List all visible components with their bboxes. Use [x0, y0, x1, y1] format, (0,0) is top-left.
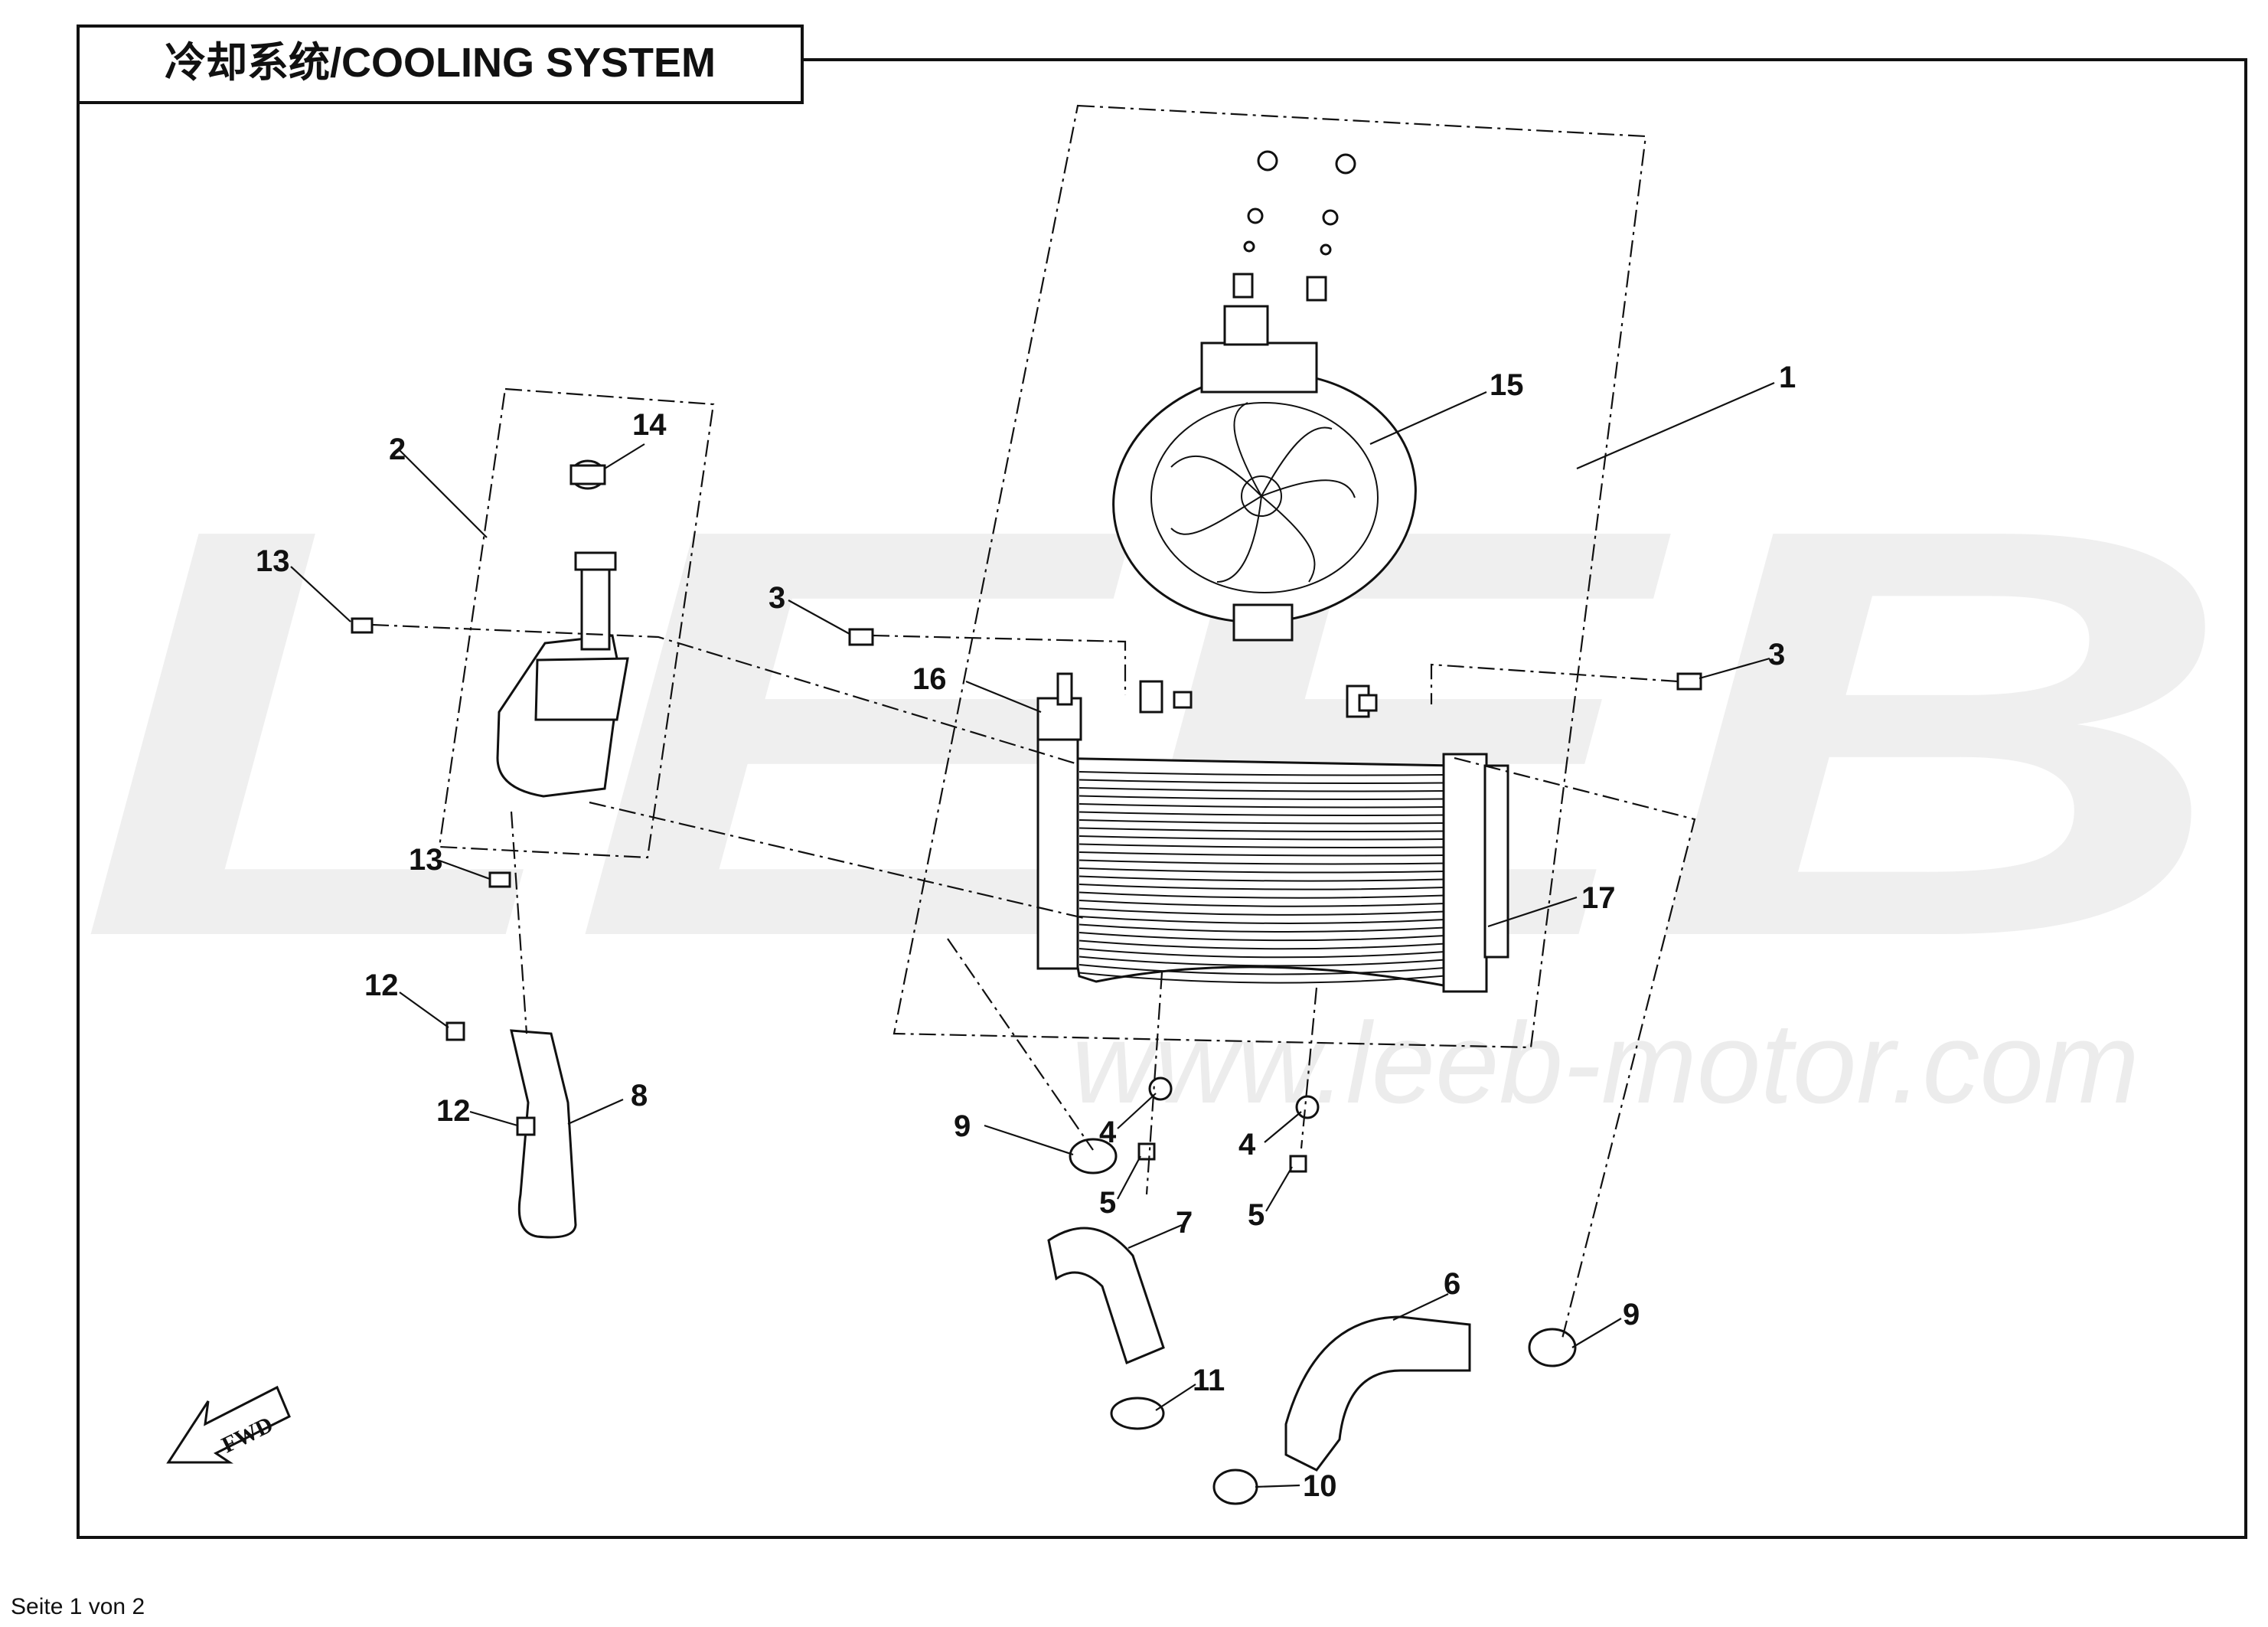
lower-hose-7	[1047, 1227, 1165, 1365]
radiator-fin	[1079, 884, 1446, 890]
callout-labels: 1 2 3 3 4 4 5 5 6 7 8 9 9 10 11 12 12 13…	[256, 361, 1796, 1503]
reservoir-assembly-boundary	[438, 387, 715, 859]
callout-5a: 5	[1099, 1186, 1116, 1220]
callout-10: 10	[1303, 1469, 1337, 1503]
callout-12b: 12	[436, 1094, 471, 1128]
callout-9b: 9	[1623, 1298, 1640, 1331]
watermark-url-text: www.leeb-motor.com	[1072, 998, 2139, 1127]
radiator-cap	[1036, 672, 1082, 741]
radiator-fin	[1079, 803, 1446, 809]
drawing-frame	[77, 58, 2247, 1539]
radiator-fin	[1079, 891, 1446, 899]
radiator-fin	[1079, 923, 1446, 933]
radiator-fin	[1079, 851, 1446, 857]
fwd-arrow: FWD	[166, 1385, 291, 1464]
callout-4a: 4	[1099, 1116, 1117, 1149]
radiator-fin	[1079, 795, 1446, 800]
small-hose-clamps	[445, 1021, 536, 1136]
callout-3b: 3	[1768, 638, 1785, 671]
callout-15: 15	[1490, 368, 1524, 402]
callout-16: 16	[912, 662, 947, 696]
reservoir-hose	[510, 1029, 577, 1239]
lower-hose-6	[1284, 1315, 1471, 1472]
radiator-fin	[1079, 835, 1446, 841]
callout-8: 8	[631, 1079, 648, 1112]
coolant-reservoir	[496, 551, 629, 798]
callout-9a: 9	[954, 1109, 971, 1143]
radiator-fin	[1079, 771, 1446, 776]
radiator-fin	[1079, 875, 1446, 882]
bolts	[351, 617, 1702, 888]
reservoir-cap	[569, 459, 606, 490]
callout-12a: 12	[364, 969, 399, 1002]
radiator-assembly-boundary	[893, 104, 1647, 1049]
callout-11: 11	[1193, 1364, 1225, 1397]
callout-13a: 13	[256, 544, 290, 578]
radiator-fin	[1079, 779, 1446, 784]
callout-3a: 3	[769, 581, 785, 615]
callout-13b: 13	[409, 843, 443, 877]
page-title: 冷却系统/COOLING SYSTEM	[165, 40, 716, 86]
cooling-fan	[1112, 305, 1417, 642]
radiator-fin	[1079, 956, 1446, 967]
callout-6: 6	[1444, 1267, 1460, 1301]
callout-4b: 4	[1238, 1128, 1256, 1161]
callout-2: 2	[389, 433, 406, 466]
radiator-fin	[1079, 907, 1446, 916]
callout-5b: 5	[1248, 1198, 1265, 1232]
radiator-fin	[1079, 972, 1446, 984]
radiator-fin	[1079, 916, 1446, 924]
radiator-fin	[1079, 843, 1446, 848]
hose-clamps	[1069, 1138, 1577, 1505]
assembly-relation-lines	[371, 623, 1696, 1342]
radiator-fin	[1079, 787, 1446, 792]
radiator-fin	[1079, 932, 1446, 942]
leader-lines	[290, 381, 1775, 1488]
radiator	[1036, 737, 1509, 993]
radiator-fin	[1079, 900, 1446, 907]
radiator-fin	[1079, 819, 1446, 825]
radiator-fin	[1079, 939, 1446, 950]
callout-7: 7	[1176, 1206, 1193, 1240]
callout-1: 1	[1779, 361, 1796, 394]
radiator-fin	[1079, 948, 1446, 959]
radiator-fin	[1079, 811, 1446, 816]
radiator-fin	[1079, 964, 1446, 975]
title-box: 冷却系统/COOLING SYSTEM	[77, 25, 804, 104]
radiator-fin	[1079, 859, 1446, 865]
fan-mount-hardware	[1139, 150, 1378, 718]
callout-14: 14	[632, 408, 667, 442]
page-footer: Seite 1 von 2	[11, 1594, 145, 1619]
radiator-fin	[1079, 867, 1446, 874]
callout-17: 17	[1581, 881, 1616, 915]
radiator-fin	[1079, 827, 1446, 832]
